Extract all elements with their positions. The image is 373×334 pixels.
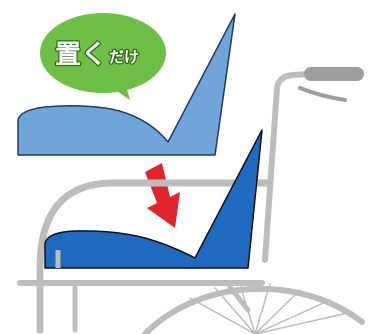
speech-bubble: 置く だけ — [40, 13, 166, 100]
handle-grip — [304, 67, 364, 81]
speech-bubble-main-text: 置く — [55, 40, 107, 70]
speech-bubble-small-text: だけ — [109, 48, 139, 66]
push-handle — [300, 67, 364, 100]
down-arrow-icon — [145, 163, 180, 228]
brake-lever — [300, 88, 345, 100]
backrest-post — [265, 74, 308, 260]
